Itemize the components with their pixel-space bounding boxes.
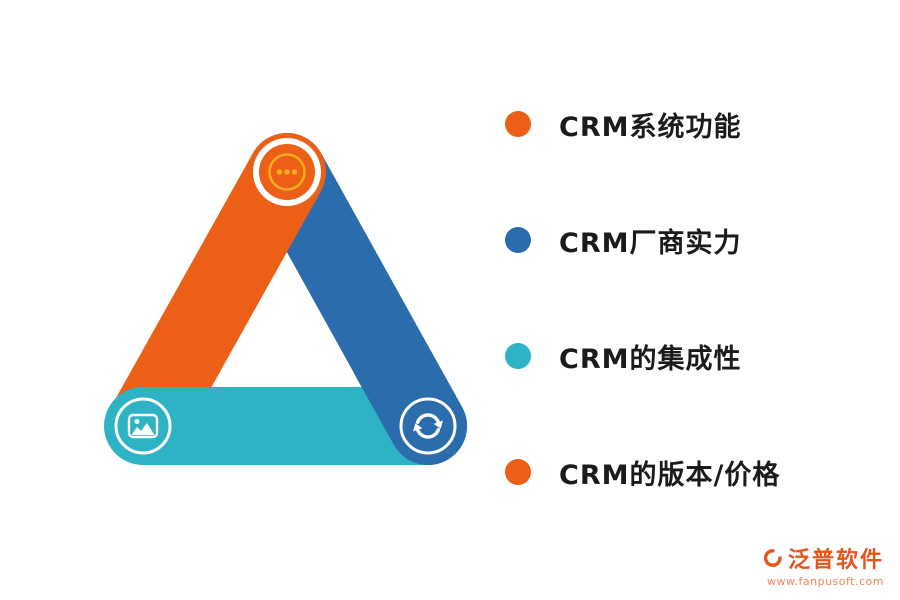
legend-dot [505,111,531,137]
legend-item: CRM厂商实力 [505,222,780,259]
legend-item-label: CRM的集成性 [559,343,742,375]
orange-bar [106,133,326,465]
legend-item-label: CRM系统功能 [559,111,742,143]
brand-logo-icon [763,549,782,567]
brand-line: 泛普软件 [763,542,884,574]
photo-icon [114,397,172,455]
legend: CRM系统功能 CRM厂商实力 CRM的集成性 CRM的版本/价格 [505,106,781,491]
legend-item: CRM系统功能 [505,106,780,143]
legend-item: CRM的版本/价格 [505,454,781,491]
legend-dot [505,343,531,369]
footer-brand: 泛普软件 www.fanpusoft.com [763,542,884,588]
legend-dot [505,227,531,253]
legend-dot [505,459,531,485]
legend-item-label: CRM厂商实力 [559,227,742,259]
legend-item-label: CRM的版本/价格 [559,459,781,491]
ellipsis-icon [253,138,321,206]
legend-item: CRM的集成性 [505,338,780,375]
blue-bar-overlap [351,319,467,465]
brand-name: 泛普软件 [787,548,884,573]
refresh-icon [399,397,457,455]
brand-url: www.fanpusoft.com [767,575,884,588]
